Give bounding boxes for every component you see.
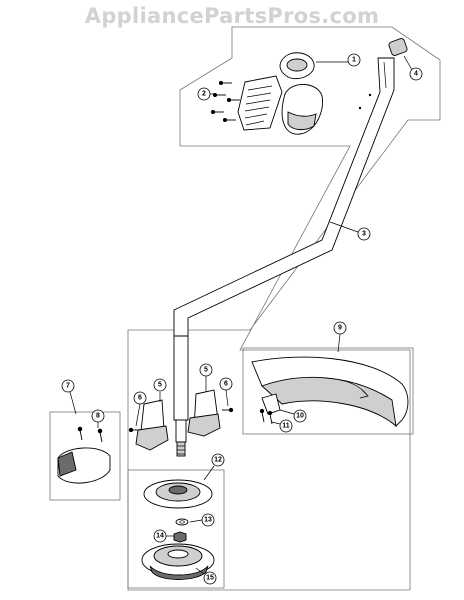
callout-6-right: 6 bbox=[219, 377, 233, 391]
svg-text:11: 11 bbox=[282, 423, 290, 430]
svg-text:8: 8 bbox=[96, 413, 100, 420]
shaft-seam bbox=[383, 61, 387, 89]
callout-13: 13 bbox=[201, 513, 215, 527]
motor-cover-shade bbox=[287, 111, 317, 131]
nut-14 bbox=[173, 531, 187, 543]
motor-housing-group bbox=[210, 52, 324, 135]
svg-text:12: 12 bbox=[214, 457, 222, 464]
svg-text:6: 6 bbox=[138, 395, 142, 402]
guard-group-outline bbox=[242, 347, 414, 435]
spool-assembly bbox=[141, 479, 215, 580]
end-plug bbox=[388, 38, 408, 56]
screws-2 bbox=[210, 80, 240, 123]
callout-9: 9 bbox=[333, 321, 347, 335]
svg-text:10: 10 bbox=[296, 413, 304, 420]
svg-text:5: 5 bbox=[204, 367, 208, 374]
svg-text:2: 2 bbox=[202, 91, 206, 98]
callout-2: 2 bbox=[197, 87, 211, 101]
svg-text:7: 7 bbox=[66, 383, 70, 390]
callout-8: 8 bbox=[91, 409, 105, 423]
clamp-left-base bbox=[135, 425, 169, 451]
upper-assembly-outline bbox=[127, 26, 441, 591]
shaft-assembly bbox=[173, 38, 408, 421]
svg-text:6: 6 bbox=[224, 381, 228, 388]
spool-base-hub bbox=[167, 549, 189, 559]
callout-14: 14 bbox=[153, 529, 167, 543]
clamp-screws-6 bbox=[128, 407, 234, 433]
callout-12: 12 bbox=[211, 453, 225, 467]
svg-text:3: 3 bbox=[362, 231, 366, 238]
callout-15: 15 bbox=[203, 571, 217, 585]
callout-4: 4 bbox=[409, 67, 423, 81]
housing-cap-inner bbox=[286, 58, 308, 72]
callout-1: 1 bbox=[347, 53, 361, 67]
clamp-right-base bbox=[187, 413, 221, 437]
fixed-line-head bbox=[57, 426, 111, 484]
washer-13-hole bbox=[179, 520, 185, 524]
guard-assembly bbox=[251, 356, 409, 428]
svg-text:4: 4 bbox=[414, 71, 418, 78]
callout-6-left: 6 bbox=[133, 391, 147, 405]
spool-cap-hub bbox=[168, 485, 188, 495]
callout-7: 7 bbox=[61, 379, 75, 393]
svg-text:13: 13 bbox=[204, 517, 212, 524]
lower-shaft bbox=[173, 335, 189, 421]
drive-shaft-tip bbox=[175, 419, 187, 457]
guard-inner bbox=[261, 376, 397, 428]
svg-text:5: 5 bbox=[158, 382, 162, 389]
callout-5-right: 5 bbox=[199, 363, 213, 377]
watermark-text: AppliancePartsPros.com bbox=[84, 4, 380, 28]
callout-5-left: 5 bbox=[153, 378, 167, 392]
svg-text:9: 9 bbox=[338, 325, 342, 332]
clamp-assembly bbox=[128, 389, 234, 457]
spool-base-rim bbox=[149, 565, 209, 580]
screws-11 bbox=[259, 408, 273, 425]
callout-10: 10 bbox=[293, 409, 307, 423]
callout-11: 11 bbox=[279, 419, 293, 433]
callout-3: 3 bbox=[357, 227, 371, 241]
line-head-shade bbox=[57, 451, 77, 477]
screws-8 bbox=[77, 426, 103, 443]
guard-arrow bbox=[339, 379, 369, 399]
svg-text:1: 1 bbox=[352, 57, 356, 64]
svg-text:15: 15 bbox=[206, 575, 214, 582]
svg-text:14: 14 bbox=[156, 533, 164, 540]
housing-vents bbox=[244, 85, 273, 126]
spool-group-outline bbox=[127, 469, 225, 589]
leader-lines bbox=[69, 55, 413, 575]
fixed-line-head-outline bbox=[49, 411, 121, 501]
